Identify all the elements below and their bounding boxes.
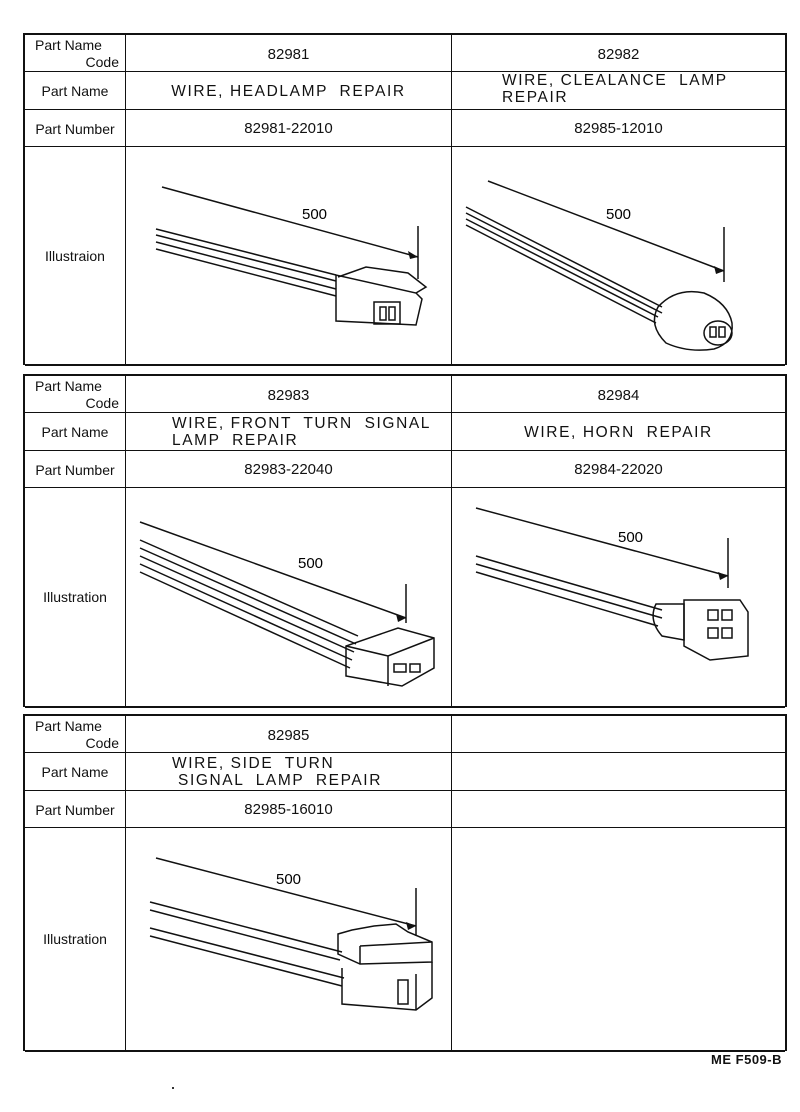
row-illustration: Illustration 500 [25, 487, 785, 708]
horn-connector-illustration: 500 [475, 507, 749, 661]
part-number: 82981-22010 [126, 110, 452, 147]
dimension-label: 500 [298, 555, 323, 572]
front-turn-signal-connector-illustration: 500 [139, 521, 435, 687]
illustration-cell: 500 [126, 147, 452, 364]
dimension-label: 500 [618, 529, 643, 546]
side-turn-signal-connector-illustration: 500 [149, 857, 433, 1011]
scan-speck [172, 1087, 174, 1089]
dimension-label: 500 [606, 206, 631, 223]
part-number: 82983-22040 [126, 451, 452, 488]
part-name: WIRE, HORN REPAIR [524, 423, 713, 441]
clearance-lamp-connector-illustration: 500 [465, 180, 733, 351]
row-part-number: Part Number 82983-22040 82984-22020 [25, 450, 785, 488]
drawing-reference-code: ME F509-B [711, 1052, 782, 1067]
part-code: 82981 [126, 35, 452, 73]
headlamp-connector-illustration: 500 [155, 186, 428, 326]
row-part-number: Part Number 82985-16010 [25, 790, 785, 828]
part-code: 82985 [126, 716, 452, 754]
row-header-part-name: Part Name [25, 72, 126, 110]
illustration-cell: 500 [126, 828, 452, 1050]
illustration-cell: 500 [452, 147, 785, 364]
part-number: 82985-12010 [574, 120, 663, 137]
empty-cell [452, 828, 785, 1050]
dimension-label: 500 [276, 871, 301, 888]
row-header-part-number: Part Number [25, 110, 126, 147]
row-part-number: Part Number 82981-22010 82985-12010 [25, 109, 785, 147]
empty-cell [452, 753, 785, 791]
row-header-part-number: Part Number [25, 451, 126, 488]
illustration-cell: 500 [452, 488, 785, 706]
part-number: 82984-22020 [574, 461, 663, 478]
part-code: 82982 [597, 45, 640, 63]
row-header-part-name: Part Name [25, 413, 126, 451]
illustration-cell: 500 [126, 488, 452, 706]
row-part-name: Part Name WIRE, HEADLAMP REPAIR WIRE, CL… [25, 71, 785, 110]
part-number: 82985-16010 [126, 791, 452, 828]
row-header-illustration: Illustration [25, 828, 126, 1050]
empty-cell [452, 716, 785, 754]
row-header-part-number: Part Number [25, 791, 126, 828]
part-name: WIRE, HEADLAMP REPAIR [126, 72, 452, 110]
part-code: 82984 [597, 386, 640, 404]
dimension-label: 500 [302, 206, 327, 223]
row-header-illustration: Illustraion [25, 147, 126, 364]
row-header-part-name: Part Name [25, 753, 126, 791]
empty-cell [452, 791, 785, 828]
part-code: 82983 [126, 376, 452, 414]
row-illustration: Illustraion 500 [25, 146, 785, 366]
row-illustration: Illustration 500 [25, 827, 785, 1052]
row-header-illustration: Illustration [25, 488, 126, 706]
